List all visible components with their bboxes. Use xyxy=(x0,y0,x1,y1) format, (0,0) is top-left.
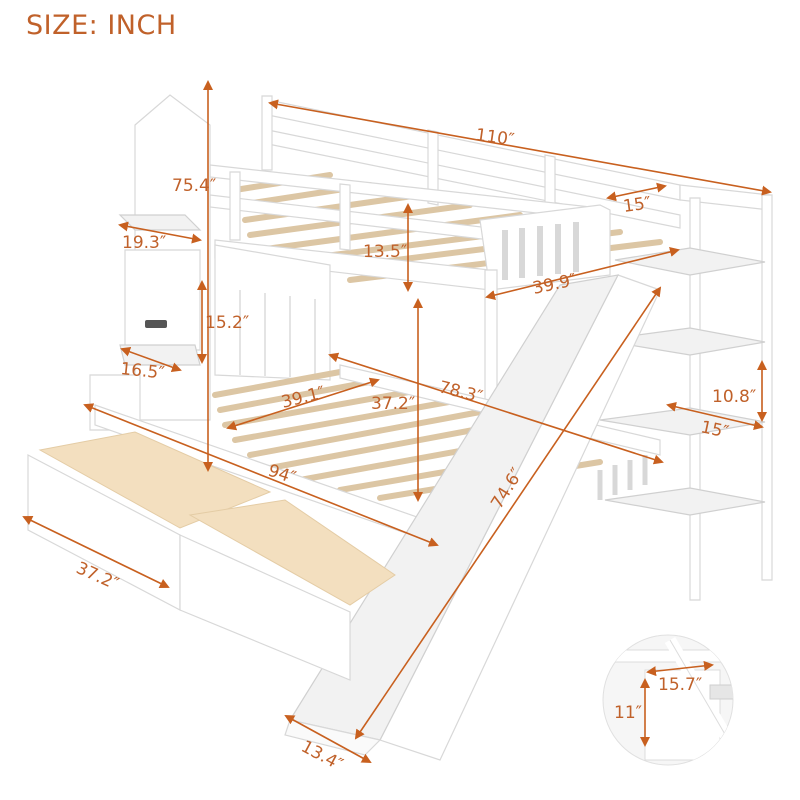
slide xyxy=(284,274,661,761)
label-shelf-height: 10.8″ xyxy=(712,387,756,407)
dimension-labels: 110″ 75.4″ 19.3″ 13.5″ 15″ 39.9″ 15.2″ 1… xyxy=(73,125,756,775)
under-bed-drawers xyxy=(27,431,396,681)
label-top-bunk-opening: 15″ xyxy=(622,193,652,217)
label-stair-step-depth: 16.5″ xyxy=(119,359,165,384)
label-shelf-depth: 15″ xyxy=(699,417,731,442)
label-stair-step-height: 15.2″ xyxy=(205,313,249,333)
size-unit-title: SIZE: INCH xyxy=(26,10,177,41)
label-inset-height: 11″ xyxy=(614,703,642,723)
dimension-arrows xyxy=(22,80,772,763)
detail-inset: 15.7″ 11″ xyxy=(602,634,734,766)
label-guardrail-height: 13.5″ xyxy=(363,242,407,262)
label-stair-depth-top: 19.3″ xyxy=(122,233,166,253)
label-overall-height: 75.4″ xyxy=(172,176,216,196)
label-lower-clearance: 37.2″ xyxy=(371,394,415,414)
label-inset-width: 15.7″ xyxy=(658,675,702,695)
